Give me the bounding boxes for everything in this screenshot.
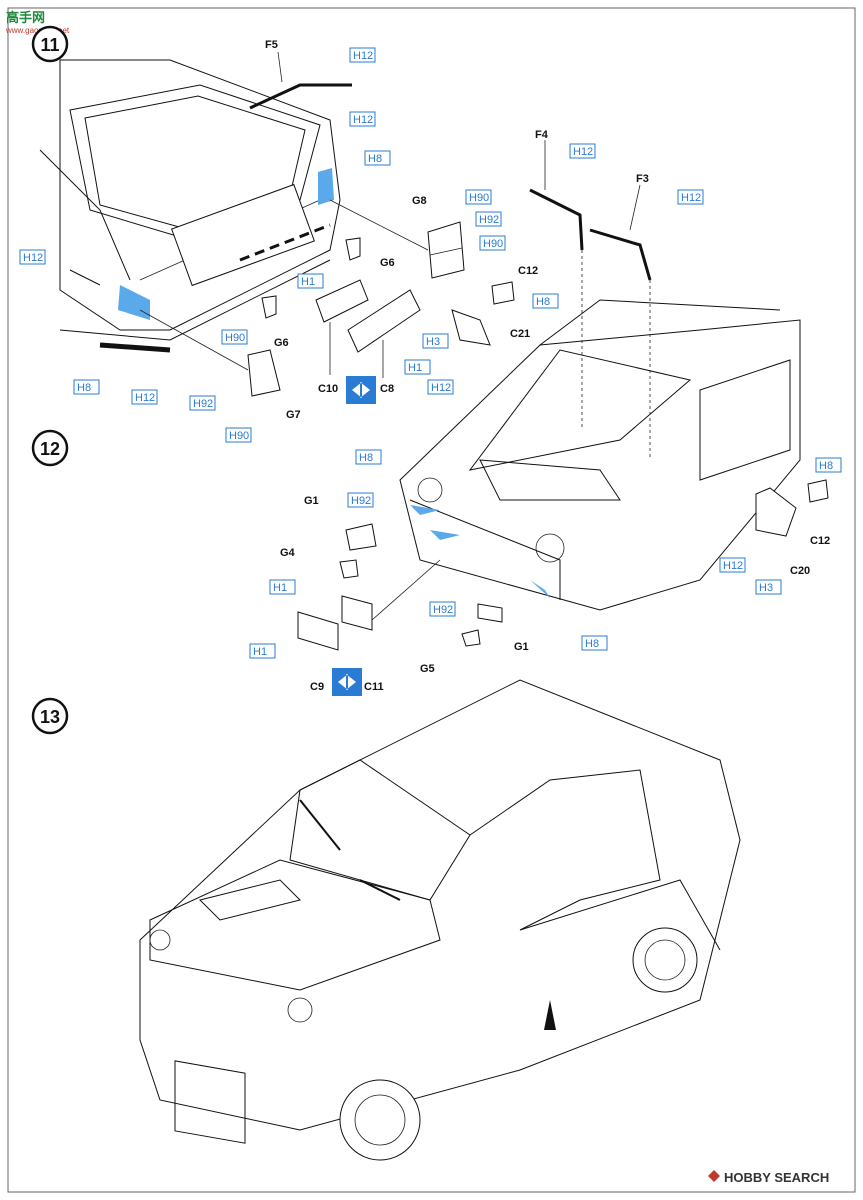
svg-text:H3: H3 (759, 582, 773, 594)
label-C11: C11 (364, 681, 384, 693)
label-C12a: C12 (518, 265, 538, 277)
svg-text:H1: H1 (301, 276, 315, 288)
finished-car (139, 679, 741, 1161)
svg-text:H8: H8 (819, 460, 833, 472)
svg-text:H1: H1 (253, 646, 267, 658)
svg-text:H12: H12 (353, 50, 373, 62)
svg-text:H12: H12 (723, 560, 743, 572)
svg-text:H12: H12 (573, 146, 593, 158)
label-G1b: G1 (514, 641, 529, 653)
svg-text:H8: H8 (536, 296, 550, 308)
svg-text:H1: H1 (408, 362, 422, 374)
svg-text:H1: H1 (273, 582, 287, 594)
watermark-top-logo: 高手网 www.gaoshou.net (5, 10, 70, 35)
svg-text:H90: H90 (483, 238, 503, 250)
svg-text:H12: H12 (353, 114, 373, 126)
step-12-circle (31, 429, 69, 467)
label-C9: C9 (310, 681, 324, 693)
svg-text:H92: H92 (351, 495, 371, 507)
swap-arrows-icon (346, 376, 376, 404)
label-F5: F5 (265, 39, 278, 51)
svg-text:H90: H90 (469, 192, 489, 204)
svg-text:H12: H12 (23, 252, 43, 264)
svg-text:H8: H8 (77, 382, 91, 394)
svg-text:H8: H8 (359, 452, 373, 464)
label-F4: F4 (535, 129, 549, 141)
label-G6a: G6 (380, 257, 395, 269)
svg-text:HOBBY SEARCH: HOBBY SEARCH (724, 1170, 829, 1185)
swap-arrows-icon-2 (332, 668, 362, 696)
step-11-number: 11 (40, 35, 59, 55)
step-11-color-codes: H12 H12 H8 H12 H8 H12 H90 H92 H90 H1 H1 … (19, 47, 506, 443)
svg-text:H12: H12 (431, 382, 451, 394)
label-F3: F3 (636, 173, 649, 185)
label-G7: G7 (286, 409, 301, 421)
step-13-circle (31, 697, 69, 735)
svg-text:H8: H8 (585, 638, 599, 650)
rear-car-body (39, 59, 341, 353)
label-G8: G8 (412, 195, 427, 207)
step-12-color-codes: H12 H12 H8 H3 H12 H8 H92 H1 H1 H92 H8 H8… (249, 143, 842, 659)
label-G4: G4 (280, 547, 296, 559)
step-13: 13 (31, 679, 741, 1161)
label-C21: C21 (510, 328, 530, 340)
svg-text:H8: H8 (368, 153, 382, 165)
step-11: 11 F5 H12 H12 H8 H12 H8 H12 (19, 25, 506, 443)
svg-text:H92: H92 (193, 398, 213, 410)
svg-text:www.gaoshou.net: www.gaoshou.net (5, 26, 70, 35)
label-C20: C20 (790, 565, 810, 577)
svg-text:H90: H90 (225, 332, 245, 344)
svg-text:H92: H92 (433, 604, 453, 616)
label-G6b: G6 (274, 337, 289, 349)
label-G1a: G1 (304, 495, 319, 507)
svg-text:H12: H12 (681, 192, 701, 204)
page-border (7, 7, 856, 1193)
watermark-bottom: HOBBY SEARCH (708, 1170, 829, 1185)
label-G5: G5 (420, 663, 435, 675)
label-C10: C10 (318, 383, 338, 395)
svg-text:高手网: 高手网 (6, 10, 45, 25)
svg-text:H12: H12 (135, 392, 155, 404)
svg-text:H3: H3 (426, 336, 440, 348)
step-12: 12 F4 F3 C12 C21 G1 (31, 129, 842, 696)
label-C12b: C12 (810, 535, 830, 547)
svg-text:H92: H92 (479, 214, 499, 226)
front-car-body (399, 299, 801, 611)
step-12-number: 12 (40, 439, 60, 459)
svg-text:H90: H90 (229, 430, 249, 442)
label-C8: C8 (380, 383, 394, 395)
step-11-circle (31, 25, 69, 63)
step-13-number: 13 (40, 707, 60, 727)
